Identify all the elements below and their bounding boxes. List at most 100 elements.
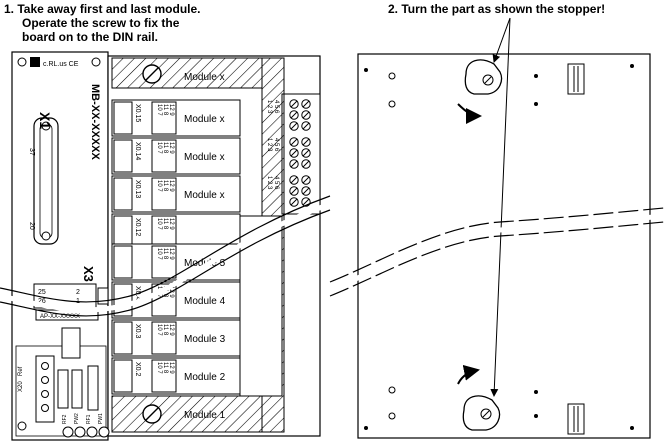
stopper-bottom-icon[interactable] <box>462 395 501 431</box>
module-terminal-block <box>151 359 177 393</box>
label-pin-20: 20 <box>28 222 35 230</box>
led-row: RF2 PW2 RF1 PW1 <box>62 413 110 438</box>
label-ref: Ref <box>18 366 24 376</box>
module-connector <box>113 139 133 173</box>
step1-line1: 1. Take away first and last module. <box>4 2 201 16</box>
module-terminal-numbers: 10 7 <box>156 362 162 374</box>
step1-caption: 1. Take away first and last module. Oper… <box>4 2 304 44</box>
module-terminal-numbers: 11 8 <box>162 362 168 374</box>
module-slot-label: X0.14 <box>134 142 141 160</box>
module-label: Module x <box>184 114 225 125</box>
terminal-numbers: 4 5 6 <box>273 138 279 152</box>
module-connector <box>113 101 133 135</box>
module-terminal-numbers: 10 7 <box>156 180 162 192</box>
break-line-right-1 <box>329 207 664 283</box>
led-label-pw2: PW2 <box>74 413 80 424</box>
module-terminal-numbers: 10 7 <box>156 104 162 116</box>
module-terminal-block <box>151 139 177 173</box>
label-x3: X3 <box>81 266 96 282</box>
module-terminal-numbers: 12 9 <box>168 324 174 336</box>
corner-hole-icon <box>17 421 27 431</box>
pointer-bottom-icon <box>490 17 511 397</box>
terminal-screw-slot <box>290 160 298 168</box>
board-part-number: MB-XX-XXXXX <box>89 84 101 160</box>
module-row: Module 1 <box>184 410 226 421</box>
module-slot-label: X0.15 <box>134 104 141 122</box>
module-label: Module x <box>184 190 225 201</box>
lower-components: X20 Ref <box>15 327 107 437</box>
break-line-right-2 <box>329 221 664 297</box>
label-pin-26: 26 <box>38 298 46 305</box>
terminal-screw-slot <box>290 111 298 119</box>
screw-bottom-icon[interactable] <box>142 404 162 424</box>
terminal-screw-slot <box>302 198 310 206</box>
cert-marks: c.RL.us CE <box>17 57 101 68</box>
module-terminal-block <box>151 321 177 355</box>
module-slot-label: X0.2 <box>134 362 141 377</box>
adapter-label: AP-XX-XXXXX <box>40 314 80 320</box>
module-terminal-block <box>151 245 177 279</box>
module-terminal-block <box>151 177 177 211</box>
terminal-numbers: 4 5 6 <box>273 100 279 114</box>
terminal-strip <box>281 93 321 215</box>
terminal-screw-slot <box>302 160 310 168</box>
terminal-screw-slot <box>290 138 298 146</box>
carrier-back-outline <box>357 53 651 439</box>
module-label: Module 4 <box>184 296 226 307</box>
module-terminal-numbers: 10 7 <box>156 142 162 154</box>
stopper-top-icon[interactable] <box>464 59 503 95</box>
break-gap <box>0 201 331 313</box>
module-terminal-numbers: 12 9 <box>168 218 174 230</box>
terminal-screw-slot <box>302 122 310 130</box>
module-slot-label: X0.13 <box>134 180 141 198</box>
terminal-screw-slot <box>290 100 298 108</box>
module-connector <box>113 321 133 355</box>
rail-lower <box>239 215 283 397</box>
terminal-screw-slot <box>290 149 298 157</box>
rotate-arrow-top-icon <box>457 103 482 124</box>
terminal-screw-slot <box>290 198 298 206</box>
module-terminal-numbers: 11 8 <box>162 142 168 154</box>
module-label: Module x <box>184 72 225 83</box>
mounting-holes <box>364 64 634 430</box>
led-label-pw1: PW1 <box>98 413 104 424</box>
led-label-rf1: RF1 <box>86 414 92 424</box>
terminal-screw-slot <box>302 187 310 195</box>
module-terminal-numbers: 11 8 <box>162 180 168 192</box>
module-connector <box>113 245 133 279</box>
terminal-screw-slot <box>302 111 310 119</box>
connector-x1 <box>33 117 59 245</box>
cert-text: c.RL.us CE <box>43 61 79 68</box>
module-terminal-numbers: 11 8 <box>162 218 168 230</box>
terminal-numbers: 1 2 3 <box>266 100 272 114</box>
module-label: Module 2 <box>184 372 226 383</box>
module-slot-label: X0.12 <box>134 218 141 236</box>
terminal-numbers: 4 5 6 <box>273 176 279 190</box>
module-slot-label: X0.3 <box>134 324 141 339</box>
label-x1: X1 <box>37 112 53 129</box>
logo-icon <box>30 57 40 67</box>
label-pin-2: 2 <box>76 289 80 296</box>
module-terminal-numbers: 10 7 <box>156 218 162 230</box>
module-terminal-block <box>151 101 177 135</box>
label-x20: X20 <box>18 381 24 392</box>
module-connector <box>113 359 133 393</box>
module-terminal-numbers: 10 7 <box>156 324 162 336</box>
module-terminal-numbers: 11 8 <box>162 104 168 116</box>
terminal-screw-slot <box>290 176 298 184</box>
module-terminal-numbers: 10 7 <box>156 248 162 260</box>
screw-top-icon[interactable] <box>142 64 162 84</box>
module-label: Module 1 <box>184 410 226 421</box>
rotate-arrow-bottom-icon <box>457 364 480 385</box>
break-gap-right <box>329 213 664 293</box>
module-connector <box>113 177 133 211</box>
label-pin-37: 37 <box>28 148 35 156</box>
terminal-screw-slot <box>290 187 298 195</box>
